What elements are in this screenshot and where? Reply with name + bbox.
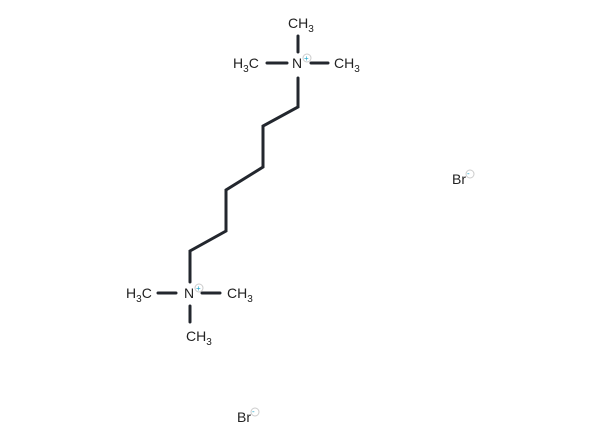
charge-minus: - — [252, 407, 255, 416]
charge-minus: - — [467, 169, 470, 178]
methyl-left: H3C — [233, 55, 259, 75]
charge-plus: + — [304, 54, 309, 63]
methyl-right: CH3 — [227, 285, 253, 305]
atom-n-bottom: N — [184, 285, 194, 301]
bromide-label: Br — [452, 171, 466, 187]
atom-n-top: N — [292, 55, 302, 71]
methyl-right: CH3 — [334, 55, 360, 75]
charge-plus: + — [196, 284, 201, 293]
bottom-ammonium: N + H3C CH3 CH3 — [126, 283, 253, 348]
methyl-top: CH3 — [288, 15, 314, 35]
methyl-bottom: CH3 — [186, 328, 212, 348]
hexyl-chain — [188, 76, 300, 284]
bromide-label: Br — [237, 409, 251, 425]
methyl-left: H3C — [126, 285, 152, 305]
bromide-ion-1: Br - — [452, 169, 475, 187]
bromide-ion-2: Br - — [237, 407, 260, 425]
top-ammonium: N + CH3 H3C CH3 — [233, 15, 360, 75]
